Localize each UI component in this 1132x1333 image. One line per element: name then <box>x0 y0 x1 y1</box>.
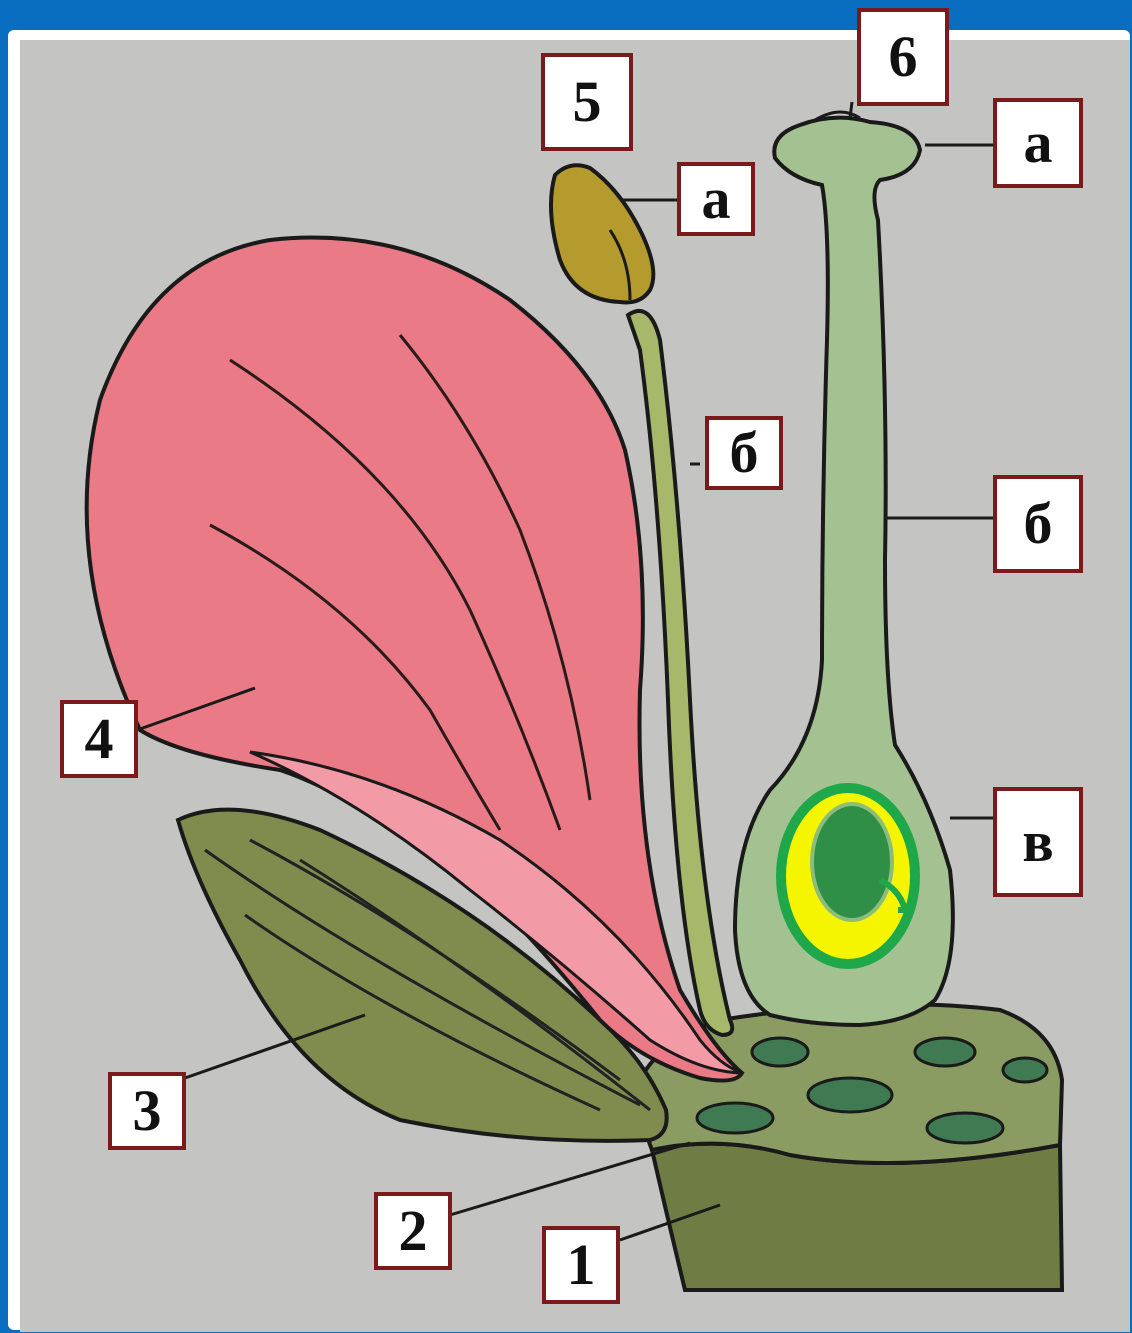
label-anther: а <box>677 162 755 236</box>
anther <box>551 165 653 302</box>
label-style: б <box>993 475 1083 573</box>
label-stamen: 5 <box>541 53 633 151</box>
label-petal: 4 <box>60 700 138 778</box>
label-pistil: 6 <box>857 8 949 106</box>
label-ovary: в <box>993 787 1083 897</box>
label-sepal: 3 <box>108 1072 186 1150</box>
label-filament: б <box>705 416 783 490</box>
ovule <box>781 788 915 964</box>
label-stigma: а <box>993 98 1083 188</box>
label-receptacle-base: 1 <box>542 1226 620 1304</box>
receptacle-base <box>652 1144 1062 1290</box>
label-receptacle: 2 <box>374 1192 452 1270</box>
